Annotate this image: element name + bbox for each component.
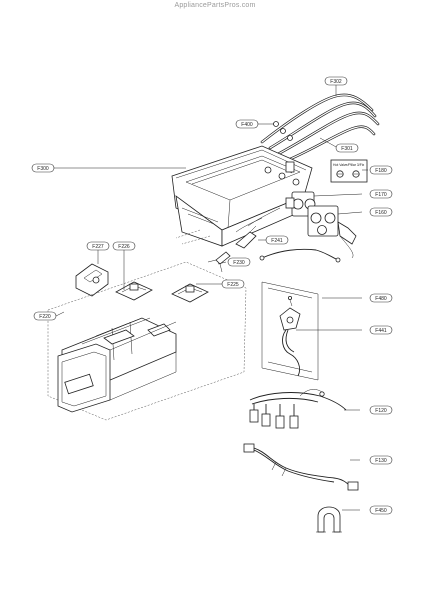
svg-text:F230: F230 <box>233 260 245 266</box>
callout-f227: F227 <box>86 241 110 251</box>
callout-f400: F400 <box>235 119 259 129</box>
valve-wire <box>259 248 341 263</box>
svg-text:F170: F170 <box>375 192 387 198</box>
callout-f120: F120 <box>369 405 393 415</box>
callout-f441: F441 <box>369 325 393 335</box>
svg-text:F120: F120 <box>375 408 387 414</box>
callout-f302: F302 <box>324 76 348 86</box>
wire-harness-f120 <box>249 389 347 429</box>
valve-spec-tag: Hot Valve/Pillar 3/Fix <box>330 159 368 183</box>
dispenser-drawer-assembly <box>47 261 247 421</box>
callout-f450: F450 <box>369 505 393 515</box>
wire-harness-f130 <box>243 443 359 491</box>
hose-fitting-parts <box>175 225 257 273</box>
callout-f160: F160 <box>369 207 393 217</box>
leader-lines <box>50 84 368 511</box>
callout-f170: F170 <box>369 189 393 199</box>
callout-f301: F301 <box>335 143 359 153</box>
svg-text:F480: F480 <box>375 296 387 302</box>
callout-f220: F220 <box>33 311 57 321</box>
callout-f226: F226 <box>112 241 136 251</box>
callout-f130: F130 <box>369 455 393 465</box>
water-hoses <box>260 93 380 162</box>
svg-text:F300: F300 <box>37 166 49 172</box>
dispenser-housing <box>171 145 313 247</box>
clamp-f450 <box>316 506 342 533</box>
callout-f241: F241 <box>265 235 289 245</box>
siphon-cap-f227 <box>75 263 109 297</box>
svg-text:F241: F241 <box>271 238 283 244</box>
pressure-switch-bracket <box>261 281 319 381</box>
svg-text:F220: F220 <box>39 314 51 320</box>
svg-text:F130: F130 <box>375 458 387 464</box>
siphon-cap-f226 <box>115 281 153 301</box>
svg-text:F301: F301 <box>341 146 353 152</box>
svg-text:F441: F441 <box>375 328 387 334</box>
svg-text:F302: F302 <box>330 79 342 85</box>
callout-f225: F225 <box>221 279 245 289</box>
callout-f180: F180 <box>369 165 393 175</box>
water-inlet-valves <box>285 191 357 259</box>
svg-text:F227: F227 <box>92 244 104 250</box>
svg-text:F450: F450 <box>375 508 387 514</box>
watermark: AppliancePartsPros.com <box>174 2 256 9</box>
siphon-cap-f225 <box>171 283 209 303</box>
svg-text:F400: F400 <box>241 122 253 128</box>
svg-text:F160: F160 <box>375 210 387 216</box>
callout-f480: F480 <box>369 293 393 303</box>
svg-text:F225: F225 <box>227 282 239 288</box>
svg-text:Hot Valve/Pillar 3/Fix: Hot Valve/Pillar 3/Fix <box>333 163 365 167</box>
svg-text:F180: F180 <box>375 168 387 174</box>
callout-f300: F300 <box>31 163 55 173</box>
callout-f230: F230 <box>227 257 251 267</box>
svg-text:F226: F226 <box>118 244 130 250</box>
